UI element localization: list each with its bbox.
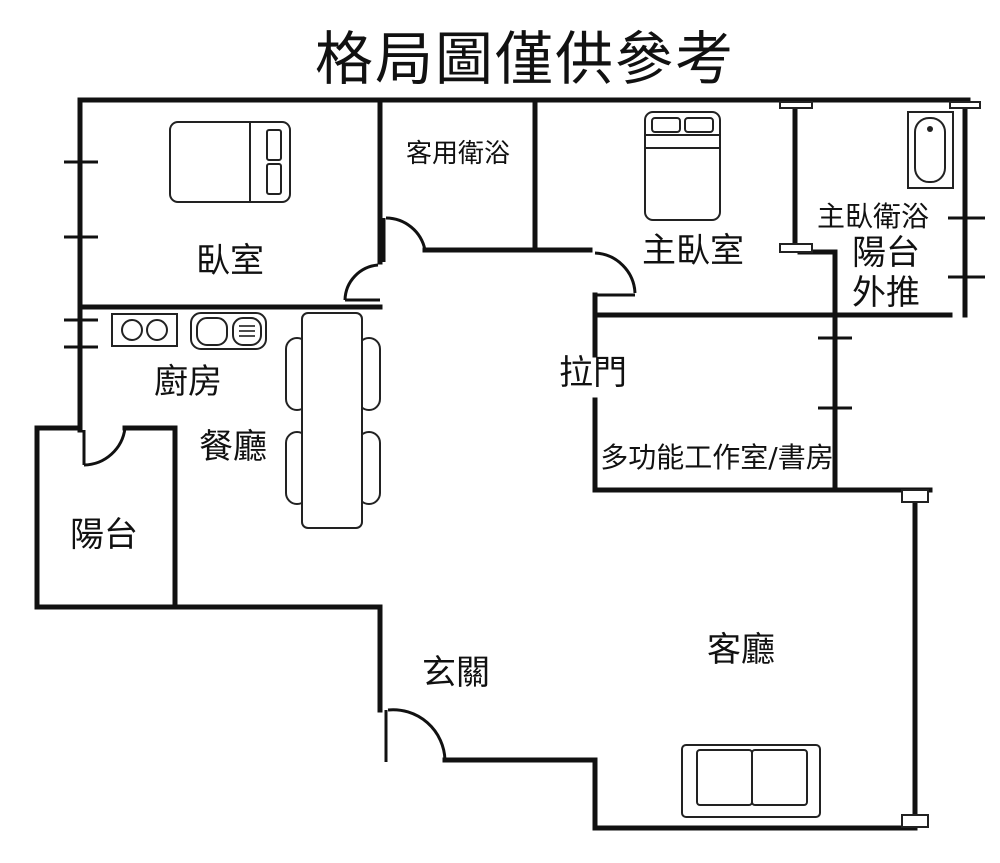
bed-bedroom [169, 121, 291, 203]
dining-table [285, 312, 381, 529]
label-balcony: 陽台 [70, 515, 138, 555]
label-guest-bath: 客用衛浴 [406, 139, 510, 169]
entrance-door [384, 708, 447, 762]
label-master-bath: 主臥衛浴 [817, 200, 929, 233]
bathtub [907, 111, 954, 189]
doors [82, 216, 637, 762]
label-kitchen: 廚房 [154, 362, 222, 402]
sofa [681, 744, 821, 818]
label-balcony-push-2: 外推 [852, 273, 920, 313]
bedroom-door [343, 263, 380, 302]
label-sliding-door: 拉門 [559, 353, 627, 393]
window-marks [64, 101, 985, 828]
bed-master [644, 111, 721, 221]
guest-bath-door [382, 216, 427, 262]
plan-title: 格局圖僅供參考 [314, 25, 735, 93]
sink [190, 312, 267, 350]
label-living-room: 客廳 [707, 630, 775, 670]
master-bedroom-door [594, 251, 637, 297]
label-bedroom: 臥室 [196, 241, 264, 281]
label-master-bedroom: 主臥室 [642, 231, 744, 271]
label-balcony-push-1: 陽台 [852, 233, 920, 273]
label-entrance: 玄關 [422, 653, 490, 693]
label-study: 多功能工作室/書房 [600, 441, 833, 474]
stove [111, 313, 178, 347]
label-dining: 餐廳 [199, 427, 267, 467]
balcony-door [82, 427, 127, 467]
